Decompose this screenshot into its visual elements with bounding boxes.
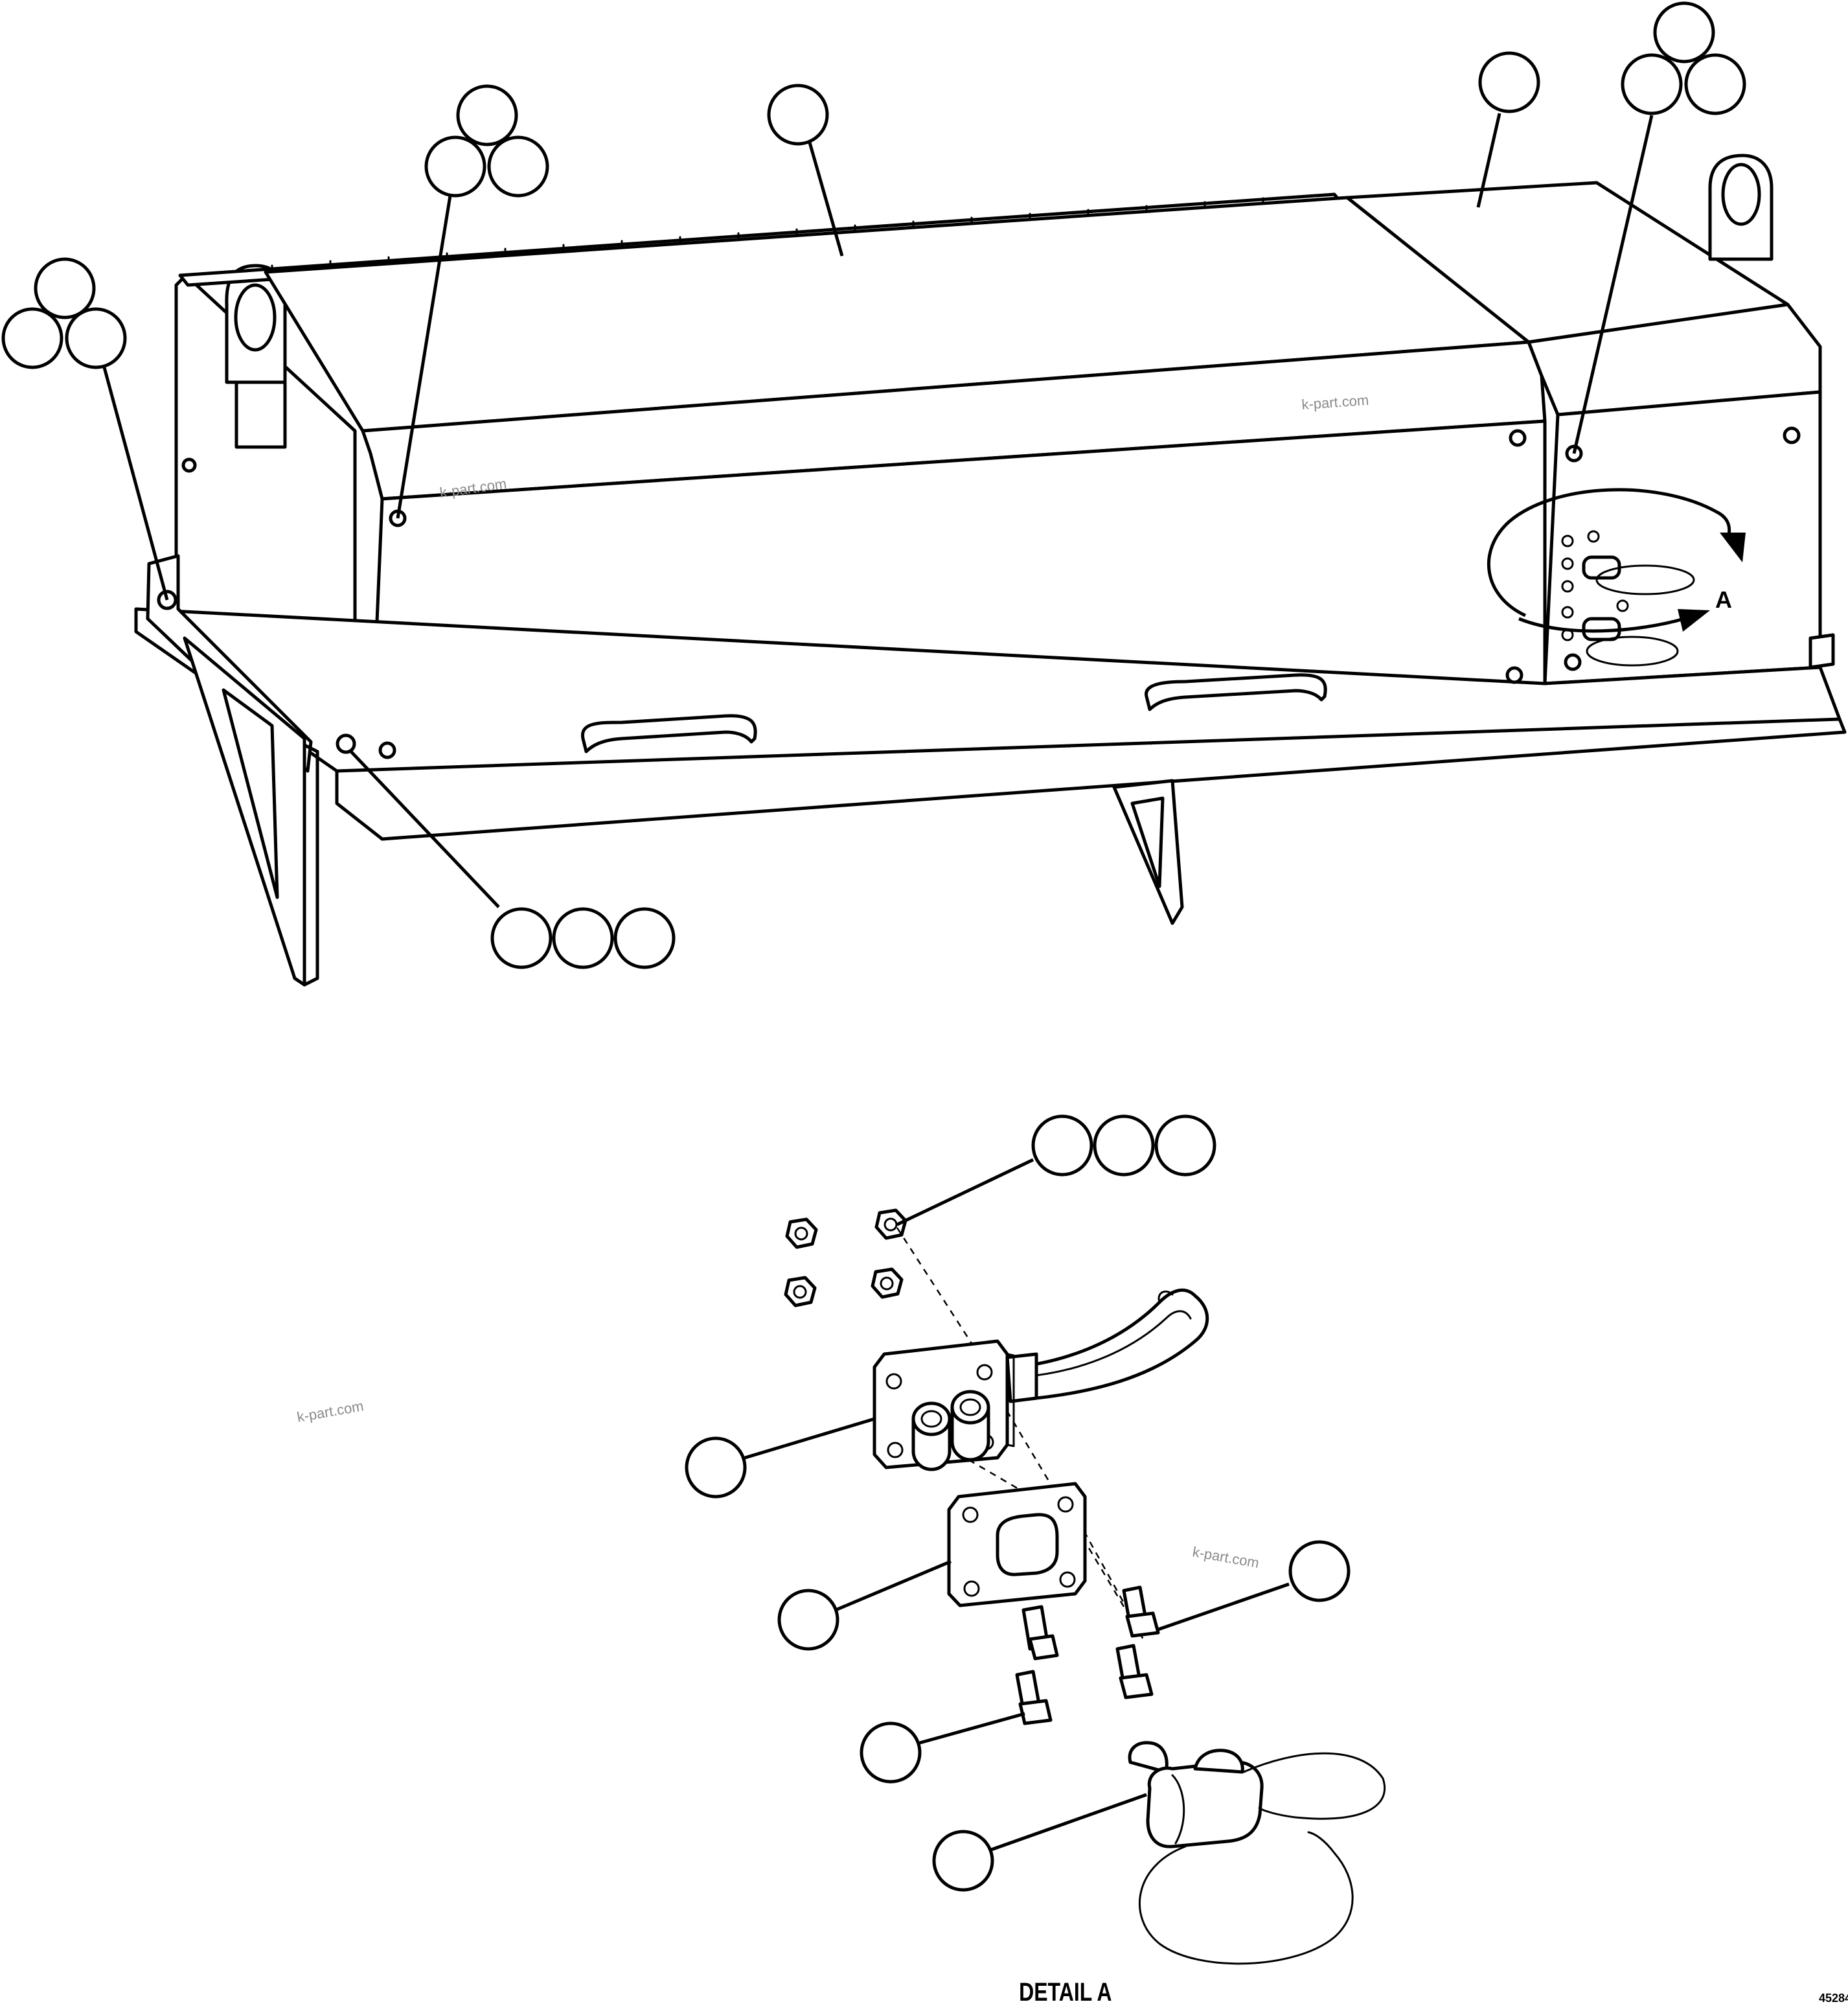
view-a-indicator: A	[1487, 488, 1746, 633]
detail-callouts	[685, 1114, 1351, 1892]
callout-base-bolt-front	[348, 749, 676, 969]
watermark-3: k-part.com	[296, 1398, 365, 1425]
right-leg-cutout	[1130, 796, 1165, 888]
gasket	[947, 1482, 1087, 1607]
callout-dust-cap	[932, 1793, 1147, 1892]
hinge-knuckles	[271, 197, 1264, 273]
handle-right	[1145, 673, 1327, 711]
callout-cap-screw-right	[1158, 1540, 1351, 1631]
nuts	[784, 1208, 907, 1307]
left-leg-cutout	[222, 688, 279, 899]
handle-left	[581, 714, 757, 753]
callout-flange-nut	[896, 1114, 1216, 1226]
drawing-number: 45284	[1819, 1992, 1848, 2005]
callout-side-cover-bolt	[1572, 1, 1746, 454]
dust-cap	[1128, 1741, 1386, 1965]
callout-main-lid	[767, 84, 844, 257]
callout-lid-bolt-front-left	[396, 84, 549, 519]
right-lifting-eye	[1708, 154, 1774, 261]
left-leg-back	[302, 743, 319, 987]
base-tray-front	[335, 717, 1847, 841]
top-callouts	[1, 1, 1746, 969]
side-front-panel	[1543, 390, 1822, 685]
detail-title: DETAIL A	[1019, 1977, 1112, 2007]
left-plate-hole	[181, 457, 197, 473]
box-bolts	[157, 426, 1835, 759]
box-assembly: A k-part.com k-part.com	[134, 154, 1847, 987]
callout-side-cover	[1476, 51, 1540, 208]
connector-flange	[873, 1288, 1209, 1471]
cap-screws	[1015, 1585, 1160, 1725]
callout-cap-screw-left	[860, 1712, 1025, 1784]
detail-a: k-part.com k-part.com	[296, 1208, 1386, 1965]
callout-clamp-bolt-left	[1, 257, 169, 601]
watermark-4: k-part.com	[1191, 1543, 1261, 1571]
callout-gasket	[777, 1559, 952, 1651]
left-lifting-eye	[225, 264, 287, 384]
callout-connector-flange	[685, 1417, 875, 1499]
view-a-label: A	[1715, 586, 1732, 613]
side-connector-area	[1561, 530, 1695, 667]
